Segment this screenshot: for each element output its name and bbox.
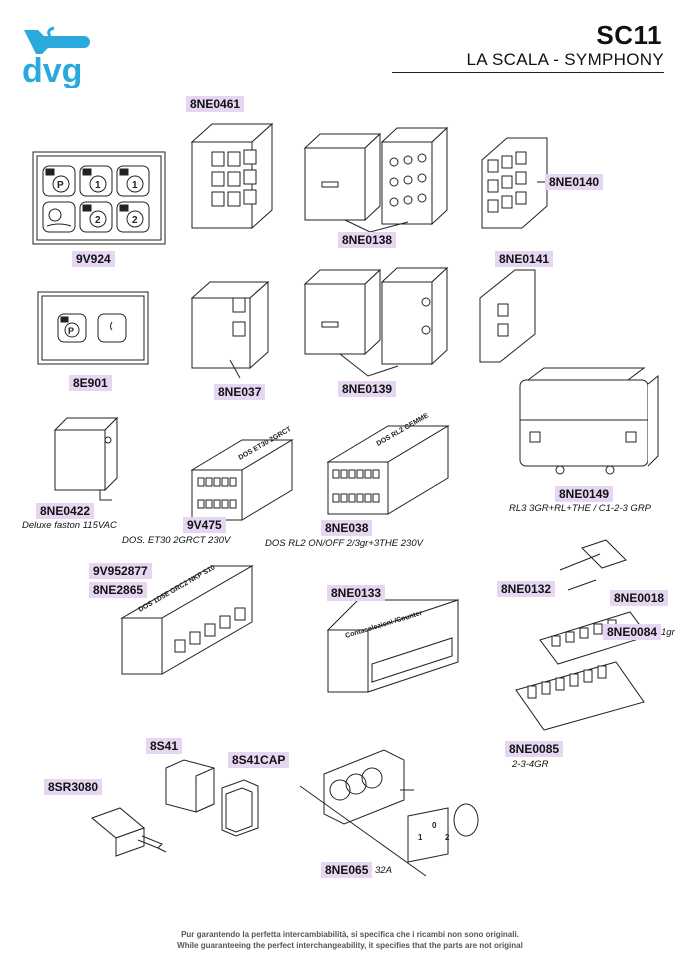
part-description: Deluxe faston 115VAC (22, 520, 117, 531)
sel-label-2: 2 (445, 833, 450, 842)
part-description: 2-3-4GR (512, 759, 549, 770)
case-8ne0149-drawing (519, 367, 659, 475)
sel-label-1: 1 (418, 833, 423, 842)
relay-8ne038-drawing (326, 425, 450, 515)
part-tag[interactable]: 8NE0018 (610, 590, 669, 606)
regulator-8sr3080-drawing (91, 807, 167, 857)
btn-label-2b: 2 (132, 215, 138, 226)
box-8ne0138-drawing (303, 126, 449, 233)
part-tag[interactable]: 8NE0422 (36, 503, 95, 519)
clamp-8ne0018-drawing (559, 539, 627, 591)
part-tag[interactable]: 8E901 (69, 375, 112, 391)
cap-8s41cap-drawing (221, 779, 259, 837)
part-tag[interactable]: 8NE0149 (555, 486, 614, 502)
part-tag[interactable]: 8NE0461 (186, 96, 245, 112)
selector-8ne065-drawing (299, 749, 479, 877)
btn-label-1b: 1 (132, 180, 138, 191)
model-code: SC11 (596, 20, 662, 50)
keypad-8ne0140-drawing (481, 137, 548, 229)
logo-text: dvg (22, 52, 82, 88)
part-description: DOS RL2 ON/OFF 2/3gr+3THE 230V (265, 538, 423, 549)
box-8ne0139-drawing (303, 266, 449, 377)
part-description: 32A (375, 865, 392, 876)
terminal-8ne0085-drawing (515, 661, 645, 731)
btn-label-1a: 1 (95, 180, 101, 191)
part-tag[interactable]: 8NE038 (321, 520, 373, 536)
panel-8e901-drawing (37, 291, 149, 365)
part-tag[interactable]: 8NE0140 (545, 174, 604, 190)
transformer-8ne0422-drawing (53, 416, 119, 501)
part-tag[interactable]: 8NE037 (214, 384, 266, 400)
panel-9v924-drawing (32, 151, 166, 245)
dvg-logo: dvg (20, 26, 100, 93)
part-tag[interactable]: 9V952877 (89, 563, 152, 579)
part-tag[interactable]: 8NE0085 (505, 741, 564, 757)
part-tag[interactable]: 9V924 (72, 251, 115, 267)
footer-line-en: While guaranteeing the perfect interchan… (177, 941, 523, 950)
part-description: DOS. ET30 2GRCT 230V (122, 535, 231, 546)
footer-line-it: Pur garantendo la perfetta intercambiabi… (181, 930, 519, 939)
series-title: LA SCALA - SYMPHONY (466, 50, 664, 69)
btn-label-p2: P (68, 326, 74, 336)
btn-label-2a: 2 (95, 215, 101, 226)
btn-label-p: P (57, 180, 64, 191)
box-8ne0461-drawing (190, 122, 274, 230)
part-tag[interactable]: 8NE2865 (89, 582, 148, 598)
part-tag[interactable]: 8NE0132 (497, 581, 556, 597)
part-tag[interactable]: 9V475 (183, 517, 226, 533)
box-8ne037-drawing (190, 280, 270, 379)
part-description: RL3 3GR+RL+THE / C1-2-3 GRP (509, 503, 652, 514)
part-tag[interactable]: 8S41CAP (228, 752, 290, 768)
part-tag[interactable]: 8NE0141 (495, 251, 554, 267)
sel-label-0: 0 (432, 821, 437, 830)
counter-8ne0133-drawing (326, 599, 460, 693)
part-tag[interactable]: 8S41 (146, 738, 183, 754)
part-tag[interactable]: 8NE0138 (338, 232, 397, 248)
part-tag[interactable]: 8NE0139 (338, 381, 397, 397)
part-tag[interactable]: 8SR3080 (44, 779, 103, 795)
part-description: 1gr (661, 627, 675, 638)
plate-8ne0141-drawing (479, 269, 536, 363)
switch-8s41-drawing (165, 759, 215, 813)
header-divider (392, 72, 664, 73)
part-tag[interactable]: 8NE065 (321, 862, 373, 878)
part-tag[interactable]: 8NE0084 (603, 624, 662, 640)
dosing-8ne2865-drawing (120, 565, 254, 675)
part-tag[interactable]: 8NE0133 (327, 585, 386, 601)
